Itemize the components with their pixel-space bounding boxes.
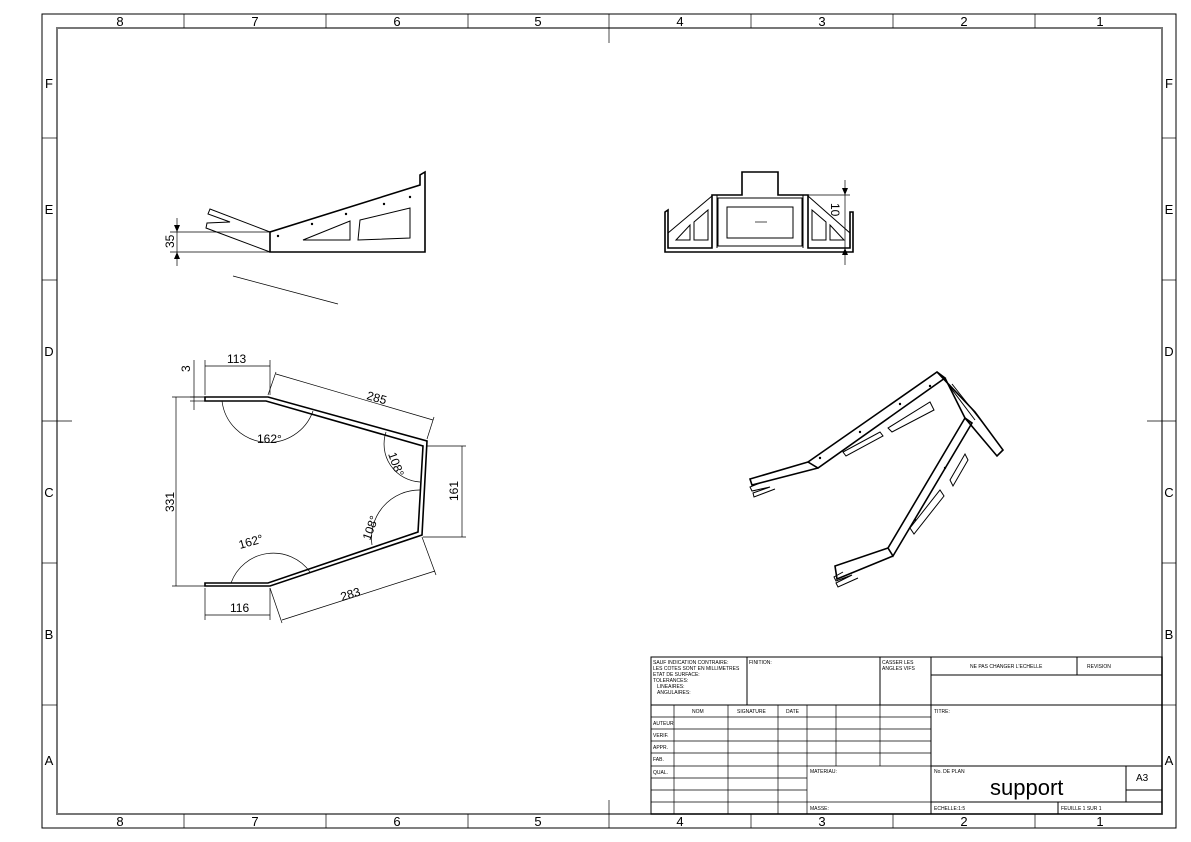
tb-size: A3 <box>1136 773 1149 784</box>
tb-note-5: ANGULAIRES: <box>657 690 691 696</box>
flat-dim-285: 285 <box>365 388 388 407</box>
tb-header-name: NOM <box>692 709 704 715</box>
tb-scale: ECHELLE:1:5 <box>934 806 965 812</box>
tb-sheet: FEUILLE 1 SUR 1 <box>1061 806 1102 812</box>
flat-dim-3: 3 <box>179 365 193 372</box>
zone-col-bottom: 6 <box>393 814 400 829</box>
tb-note-0: SAUF INDICATION CONTRAIRE: <box>653 660 728 666</box>
flat-angle-162-top: 162° <box>257 432 282 446</box>
flat-angle-162-bottom: 162° <box>237 532 265 552</box>
tb-material-label: MATERIAU: <box>810 769 837 775</box>
zone-row-right: F <box>1165 76 1173 91</box>
title-block: SAUF INDICATION CONTRAIRE: LES COTES SON… <box>650 656 1163 815</box>
zone-col-top: 2 <box>960 14 967 29</box>
zone-col-top: 3 <box>818 14 825 29</box>
tb-header-signature: SIGNATURE <box>737 709 766 715</box>
front-view: 10 <box>664 171 854 265</box>
tb-edges-1: ANGLES VIFS <box>882 666 915 672</box>
zone-col-bottom: 4 <box>676 814 683 829</box>
tb-role-fab: FAB. <box>653 757 664 763</box>
flat-angle-108-top: 108° <box>385 450 407 478</box>
tb-finish: FINITION: <box>749 660 772 666</box>
zone-row-right: B <box>1165 627 1174 642</box>
side-dim-35: 35 <box>163 234 177 248</box>
flat-dim-283: 283 <box>339 585 363 604</box>
front-dim-10: 10 <box>828 203 842 217</box>
tb-header-date: DATE <box>786 709 800 715</box>
zone-row-right: C <box>1164 485 1173 500</box>
tb-note-4: LINEAIRES: <box>657 684 685 690</box>
zone-ticks <box>42 14 1176 828</box>
tb-mass-label: MASSE: <box>810 806 829 812</box>
tb-drawing-no-label: No. DE PLAN <box>934 769 965 775</box>
tb-note-3: TOLERANCES: <box>653 678 688 684</box>
zone-col-bottom: 2 <box>960 814 967 829</box>
tb-role-verif: VERIF. <box>653 733 669 739</box>
side-view: 35 <box>163 170 426 305</box>
flat-dim-331: 331 <box>163 492 177 512</box>
zone-col-top: 6 <box>393 14 400 29</box>
tb-role-qual: QUAL. <box>653 770 668 776</box>
tb-revision: REVISION <box>1087 664 1111 670</box>
zone-col-top: 4 <box>676 14 683 29</box>
zone-col-bottom: 3 <box>818 814 825 829</box>
zone-col-bottom: 7 <box>251 814 258 829</box>
tb-note-1: LES COTES SONT EN MILLIMETRES <box>653 666 740 672</box>
zone-row-left: F <box>45 76 53 91</box>
zone-labels: 8 7 6 5 4 3 2 1 8 7 6 5 4 3 2 1 F E D C … <box>44 14 1173 829</box>
zone-row-left: A <box>45 753 54 768</box>
zone-row-left: C <box>44 485 53 500</box>
zone-row-left: E <box>45 202 54 217</box>
tb-note-2: ETAT DE SURFACE: <box>653 672 700 678</box>
zone-col-bottom: 8 <box>116 814 123 829</box>
tb-title-label: TITRE: <box>934 709 950 715</box>
zone-col-bottom: 5 <box>534 814 541 829</box>
inner-border <box>56 27 1163 815</box>
zone-row-right: D <box>1164 344 1173 359</box>
zone-col-top: 5 <box>534 14 541 29</box>
isometric-view <box>748 371 1005 588</box>
zone-row-right: A <box>1165 753 1174 768</box>
tb-role-appr: APPR. <box>653 745 668 751</box>
tb-drawing-name: support <box>990 775 1063 800</box>
zone-row-right: E <box>1165 202 1174 217</box>
zone-col-bottom: 1 <box>1096 814 1103 829</box>
flat-dim-161: 161 <box>447 481 461 501</box>
tb-no-scale: NE PAS CHANGER L'ECHELLE <box>970 664 1043 670</box>
flat-view: 113 3 285 162° 108° 161 331 108° 162° <box>163 352 466 624</box>
tb-edges-0: CASSER LES <box>882 660 914 666</box>
zone-col-top: 1 <box>1096 14 1103 29</box>
zone-row-left: D <box>44 344 53 359</box>
flat-dim-113: 113 <box>227 352 246 366</box>
outer-border <box>41 13 1177 829</box>
zone-row-left: B <box>45 627 54 642</box>
tb-role-author: AUTEUR <box>653 721 674 727</box>
flat-angle-108-bottom: 108° <box>360 514 382 542</box>
zone-col-top: 7 <box>251 14 258 29</box>
zone-col-top: 8 <box>116 14 123 29</box>
flat-dim-116: 116 <box>230 601 249 615</box>
